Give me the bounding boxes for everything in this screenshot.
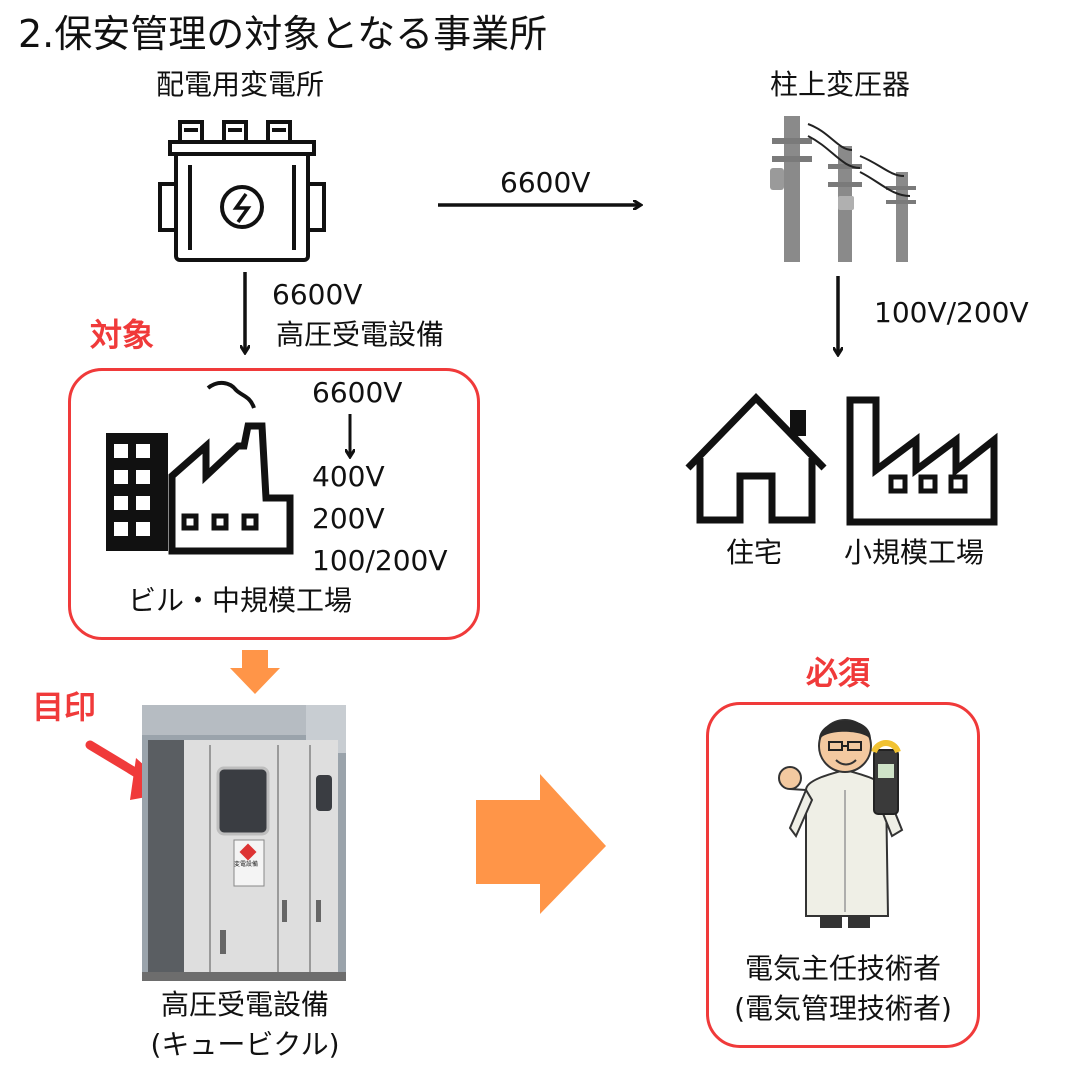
voltage-substation-to-pole: 6600V [500, 166, 591, 199]
orange-right-arrow [476, 774, 606, 914]
target-facility-box [68, 368, 480, 640]
substation-label: 配電用変電所 [156, 68, 325, 101]
building-factory-icon [106, 381, 294, 555]
electrician-illustration [778, 719, 904, 928]
small-factory-icon [846, 396, 998, 526]
target-caption: ビル・中規模工場 [128, 584, 353, 617]
cubicle-plate-text: 変電設備 [234, 861, 259, 868]
small-factory-label: 小規模工場 [844, 536, 985, 569]
utility-poles-icon [770, 116, 916, 262]
marker-tag: 目印 [32, 688, 97, 726]
voltage-pole-down: 100V/200V [874, 296, 1029, 329]
cubicle-caption-line1: 高圧受電設備 [160, 988, 329, 1021]
orange-down-arrow [230, 650, 280, 694]
target-output-voltage-200: 200V [312, 502, 385, 535]
house-label: 住宅 [726, 536, 783, 569]
cubicle-caption-line2: (キュービクル) [150, 1028, 340, 1061]
target-input-voltage: 6600V [312, 376, 403, 409]
page-title: 2.保安管理の対象となる事業所 [18, 12, 548, 56]
required-tag: 必須 [806, 654, 871, 692]
cubicle-photo [142, 705, 346, 981]
house-icon [685, 392, 827, 524]
pole-transformer-label: 柱上変圧器 [770, 68, 911, 101]
equipment-substation-down: 高圧受電設備 [276, 318, 445, 351]
target-tag: 対象 [90, 316, 155, 354]
required-role-line2: (電気管理技術者) [734, 992, 952, 1025]
target-output-voltage-100-200: 100/200V [312, 544, 448, 577]
substation-transformer-icon [158, 120, 326, 262]
required-person-box [706, 702, 980, 1048]
target-output-voltage-400: 400V [312, 460, 385, 493]
voltage-substation-down: 6600V [272, 278, 363, 311]
required-role-line1: 電気主任技術者 [744, 952, 941, 985]
